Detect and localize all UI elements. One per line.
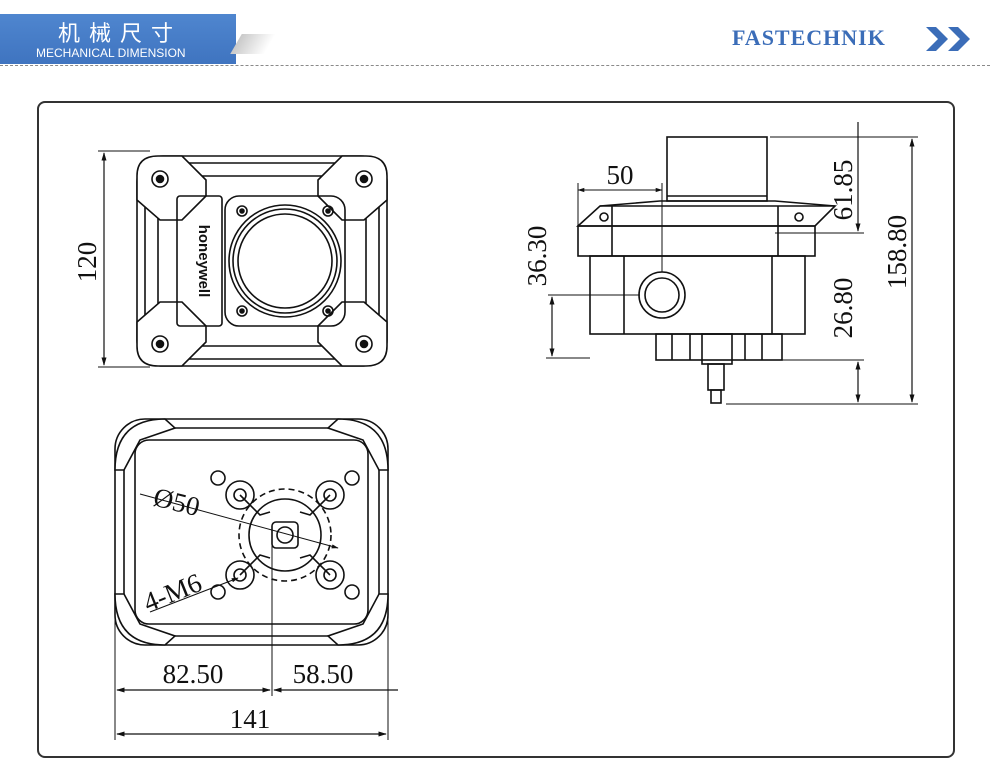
bottom-view [114,418,398,740]
port-height-dimension: 36.30 [522,226,552,287]
diameter-dimension: Ø50 [151,482,203,522]
right-width-dimension: 58.50 [293,659,354,689]
left-width-dimension: 82.50 [163,659,224,689]
section-title-cn: 机械尺寸 [58,22,183,47]
total-height-dimension: 158.80 [882,215,912,289]
header-divider [0,65,990,66]
total-width-dimension: 141 [230,704,271,734]
front-height-dimension: 120 [72,242,102,283]
double-chevron-icon [926,27,970,51]
thread-callout: 4-M6 [139,567,206,617]
honeywell-logo: honeywell [195,225,212,298]
front-view [98,150,388,368]
drawing-frame [37,101,955,758]
top-height-dimension: 61.85 [828,160,858,221]
bottom-height-dimension: 26.80 [828,278,858,339]
section-title-badge: 机械尺寸 MECHANICAL DIMENSION [0,14,236,64]
side-view [546,122,918,405]
section-title-en: MECHANICAL DIMENSION [36,46,186,60]
brand-logo: FASTECHNIK [732,25,886,50]
side-offset-dimension: 50 [607,160,634,190]
